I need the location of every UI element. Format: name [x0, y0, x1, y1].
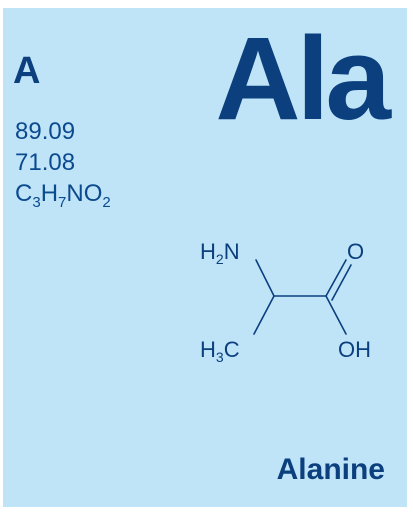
formula-element: C — [15, 180, 33, 207]
molecular-weight: 89.09 — [15, 118, 76, 145]
bond-ca-cb — [253, 295, 275, 335]
carbonyl-oxygen-label: O — [347, 239, 364, 264]
bond-c-o-2 — [331, 264, 352, 301]
formula-element: H — [40, 180, 59, 207]
formula-count: 2 — [102, 194, 111, 211]
methyl-group-label: H3C — [200, 337, 240, 365]
residue-weight: 71.08 — [15, 149, 76, 176]
properties: 89.09 71.08 C3H7NO2 — [15, 116, 111, 211]
formula-element: N — [66, 180, 84, 207]
bond-c-o-1 — [325, 259, 347, 297]
formula-count: 3 — [32, 194, 41, 211]
amino-acid-name: Alanine — [276, 453, 385, 486]
three-letter-code: Ala — [215, 13, 391, 145]
formula-element: O — [83, 180, 103, 207]
amino-acid-card: A Ala 89.09 71.08 C3H7NO2 H2N H3C O OH A… — [3, 8, 407, 507]
bond-c-oh — [325, 295, 347, 335]
structural-formula: H2N H3C O OH — [200, 239, 371, 365]
formula-count: 7 — [58, 194, 67, 211]
hydroxyl-label: OH — [338, 337, 371, 362]
amino-group-label: H2N — [200, 239, 240, 267]
molecular-formula: C3H7NO2 — [15, 178, 111, 211]
one-letter-code: A — [13, 50, 41, 92]
bond-n-ca — [255, 259, 275, 297]
